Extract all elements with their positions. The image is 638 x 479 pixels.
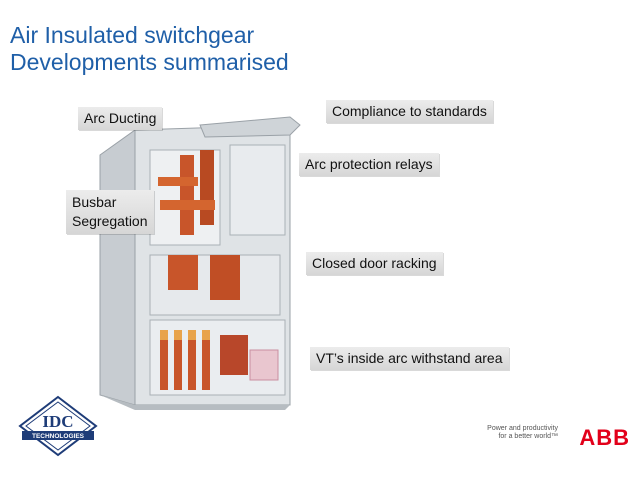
- slide-title: Air Insulated switchgear Developments su…: [10, 22, 289, 76]
- label-compliance: Compliance to standards: [326, 100, 493, 123]
- label-busbar-segregation: Busbar Segregation: [66, 190, 154, 234]
- title-line-2: Developments summarised: [10, 49, 289, 75]
- title-line-1: Air Insulated switchgear: [10, 22, 255, 48]
- abb-tagline: Power and productivity for a better worl…: [480, 425, 558, 441]
- label-arc-protection: Arc protection relays: [299, 153, 439, 176]
- abb-tagline-1: Power and productivity: [487, 425, 558, 432]
- idc-technologies-logo: IDC TECHNOLOGIES: [18, 395, 98, 457]
- switchgear-illustration: [99, 116, 301, 410]
- busbar-line-1: Busbar: [72, 194, 117, 210]
- label-arc-ducting: Arc Ducting: [78, 107, 163, 130]
- busbar-line-2: Segregation: [72, 213, 148, 229]
- idc-line-1: IDC: [42, 412, 73, 431]
- abb-brand: Power and productivity for a better worl…: [480, 425, 630, 465]
- idc-line-2: TECHNOLOGIES: [32, 433, 85, 440]
- label-vt-inside: VT’s inside arc withstand area: [310, 347, 509, 370]
- abb-logo: ABB: [579, 425, 630, 450]
- label-closed-door: Closed door racking: [306, 252, 443, 275]
- abb-tagline-2: for a better world™: [498, 433, 558, 440]
